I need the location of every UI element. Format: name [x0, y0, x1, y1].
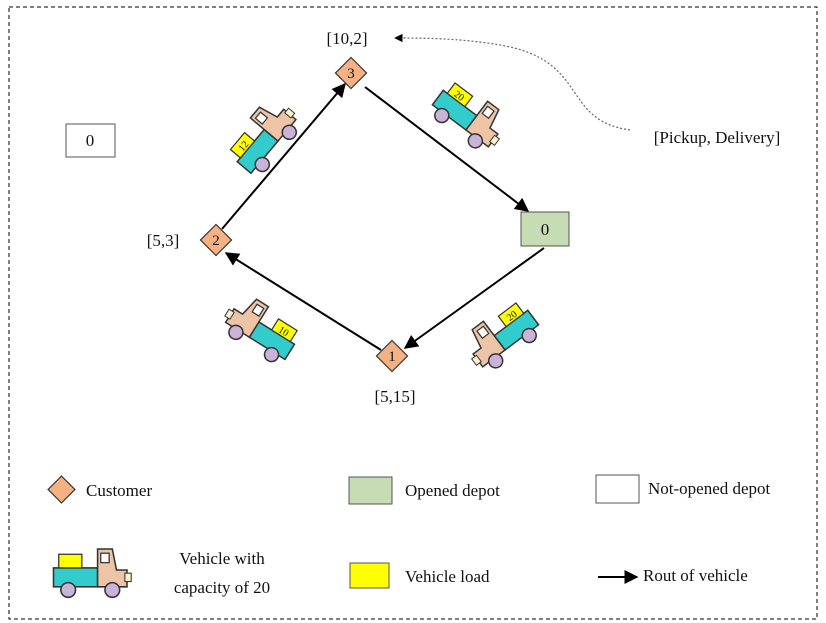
legend-opened-depot-label: Opened depot: [405, 481, 500, 500]
customer-2-id: 2: [212, 233, 220, 249]
vehicle-truck-depot-to-1: 20: [457, 295, 546, 378]
opened-depot: 0: [520, 211, 570, 247]
route-arrow-1-to-2: [224, 252, 382, 351]
legend-route: Rout of vehicle: [598, 566, 748, 585]
legend-vehicle-line2: capacity of 20: [174, 578, 270, 597]
annotation-pointer: [394, 33, 631, 131]
vehicle-truck-3-to-depot: 20: [425, 75, 514, 158]
customer-node-1: 1: [375, 339, 409, 373]
customer-node-2: 2: [199, 223, 233, 257]
legend: Customer Opened depot Not-opened depot V…: [47, 474, 771, 599]
customer-2-demand: [5,3]: [147, 231, 180, 250]
legend-customer-icon: [47, 475, 76, 504]
route-arrows: [221, 82, 545, 351]
not-opened-depot: 0: [65, 123, 116, 158]
legend-vehicle: Vehicle with capacity of 20: [52, 548, 270, 599]
not-opened-depot-id: 0: [86, 131, 95, 150]
route-arrow-3-to-depot: [364, 86, 530, 212]
truck-icon: [52, 548, 132, 599]
vehicle-truck-2-to-3: 12: [222, 92, 307, 181]
pickup-delivery-annotation: [Pickup, Delivery]: [654, 128, 781, 147]
legend-vehicle-load: Vehicle load: [349, 562, 490, 589]
legend-route-label: Rout of vehicle: [643, 566, 748, 585]
legend-vehicle-line1: Vehicle with: [179, 549, 265, 568]
diagram-border: [8, 6, 818, 620]
legend-not-opened-depot-icon: [595, 474, 640, 504]
legend-load-icon: [349, 562, 390, 589]
customer-1-id: 1: [388, 349, 396, 365]
customer-3-id: 3: [347, 66, 355, 82]
customer-3-demand: [10,2]: [326, 29, 367, 48]
legend-opened-depot: Opened depot: [348, 476, 500, 505]
route-arrow-2-to-3: [221, 82, 346, 230]
legend-not-opened-depot: Not-opened depot: [595, 474, 771, 504]
legend-not-opened-depot-label: Not-opened depot: [648, 479, 771, 498]
customer-1-demand: [5,15]: [374, 387, 415, 406]
legend-opened-depot-icon: [348, 476, 393, 505]
legend-vehicle-load-label: Vehicle load: [405, 567, 490, 586]
legend-customer-label: Customer: [86, 481, 152, 500]
legend-customer: Customer: [47, 475, 152, 504]
svg-text:10: 10: [276, 325, 290, 340]
route-arrow-depot-to-1: [403, 247, 545, 349]
opened-depot-id: 0: [541, 220, 550, 239]
vehicle-truck-1-to-2: 10: [216, 288, 305, 369]
customer-node-3: 3: [334, 56, 368, 90]
